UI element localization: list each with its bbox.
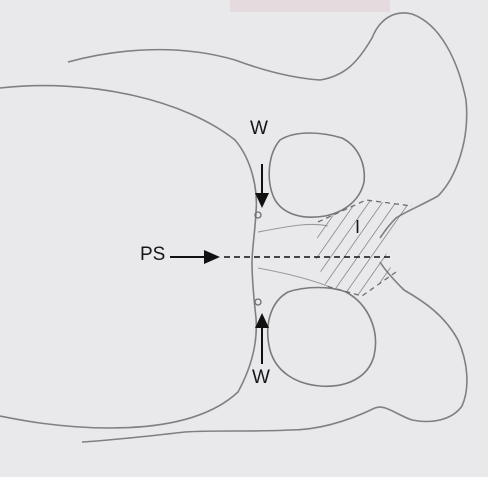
label-i: I (355, 218, 360, 236)
label-w-bottom: W (252, 368, 270, 387)
arrow-w-bottom-head (255, 313, 269, 328)
upper-foramen-outline (269, 133, 364, 217)
lower-foramen-outline (268, 288, 376, 387)
label-w-top: W (250, 119, 268, 138)
watermark-band (230, 0, 390, 12)
arrow-ps-head (204, 250, 220, 264)
label-ps: PS (140, 245, 165, 264)
lower-small-foramen (255, 299, 261, 305)
symphysis-upper-edge (258, 224, 328, 232)
lower-ramus-outline (82, 262, 467, 442)
